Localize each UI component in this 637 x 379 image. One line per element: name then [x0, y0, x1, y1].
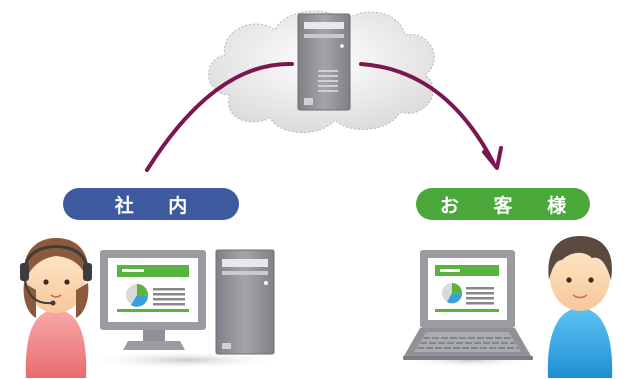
desk-shadow	[85, 351, 285, 369]
internal-label: 社 内	[63, 188, 239, 220]
customer-label: お 客 様	[416, 188, 590, 220]
headset-operator-icon	[20, 238, 92, 378]
desktop-computer-icon	[100, 249, 275, 355]
flow-arrow	[145, 61, 503, 172]
laptop-icon	[403, 250, 533, 360]
server-tower-icon	[297, 13, 351, 111]
customer-person-icon	[547, 236, 613, 378]
